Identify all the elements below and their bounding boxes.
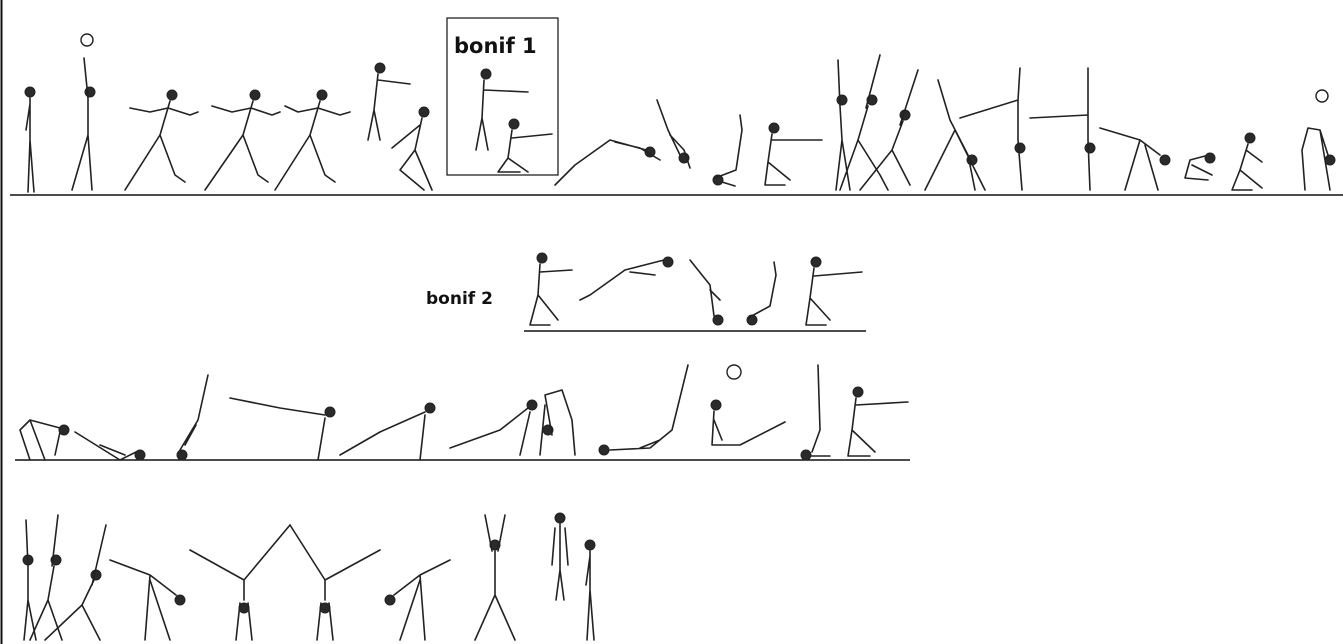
figure-star-arms-up (475, 515, 515, 640)
figure-sit-ball (711, 400, 785, 445)
figure-cartwheel-4 (385, 560, 450, 640)
figure-standing-side (585, 540, 595, 640)
figure-run-1 (125, 90, 198, 190)
figure-bridge-1 (450, 400, 537, 455)
figure-bridge-2 (540, 390, 575, 455)
figure-roll-back (713, 115, 742, 186)
figure-landing-crouch (392, 107, 432, 190)
figure-candle (177, 375, 208, 460)
figure-run-3 (275, 90, 350, 190)
bonus-1-figures (476, 69, 552, 172)
figure-arms-up-lunge-2 (840, 55, 888, 190)
bonus-2-label: bonif 2 (426, 289, 493, 309)
figure-roll-inverted (690, 260, 723, 325)
figure-squat-arms-forward (530, 253, 572, 325)
figure-lunge-reach (860, 70, 918, 190)
figure-forward-bend (20, 420, 69, 460)
figure-dive-roll (580, 257, 673, 300)
figure-kneel-tuck (1185, 153, 1215, 180)
figure-split-handstand-1 (960, 68, 1025, 190)
figure-split-handstand-2 (1030, 68, 1095, 190)
figure-squat-up (1232, 133, 1262, 190)
figure-roll-inverted (657, 100, 690, 168)
ball-icon (81, 34, 93, 46)
figure-cartwheel-3 (290, 525, 380, 640)
bonus-1-label: bonif 1 (454, 34, 537, 58)
figure-walkover-down (1100, 128, 1170, 190)
figure-roll-back (747, 262, 776, 325)
bonus-2-figures (530, 253, 862, 325)
ball-icon (727, 365, 741, 379)
figure-jump-arms-forward (368, 63, 410, 140)
figure-arms-up-lunge-1 (836, 60, 850, 190)
row1-sequence (25, 34, 432, 192)
figure-standing (25, 87, 35, 192)
figure-lie-leg-raise (599, 365, 688, 455)
figure-run-2 (205, 90, 280, 190)
figure-sit-arms-forward (75, 432, 145, 460)
row3-sequence (20, 365, 908, 460)
figure-squat-arms-forward-row3 (848, 387, 908, 456)
figure-plank-leg-raise (230, 398, 335, 460)
figure-standing-front (552, 513, 568, 600)
figure-plank (340, 403, 435, 460)
figure-cartwheel-entry (925, 80, 985, 190)
figure-squat-arms-forward (765, 123, 822, 185)
figure-arms-raised (72, 58, 95, 190)
figure-lunge-arms-up-1 (23, 520, 36, 640)
ball-icon (1316, 90, 1328, 102)
figure-shoulder-stand (801, 365, 830, 460)
figure-squat-arms-forward-end (806, 257, 862, 325)
figure-lunge-arms-up-2 (30, 515, 62, 640)
row4-sequence (23, 513, 595, 640)
figure-back-arch (1302, 128, 1335, 190)
figure-cartwheel-1 (110, 560, 185, 640)
figure-dive-roll (555, 140, 660, 185)
figure-cartwheel-2 (190, 525, 290, 640)
row1-sequence-continued (555, 55, 1335, 190)
